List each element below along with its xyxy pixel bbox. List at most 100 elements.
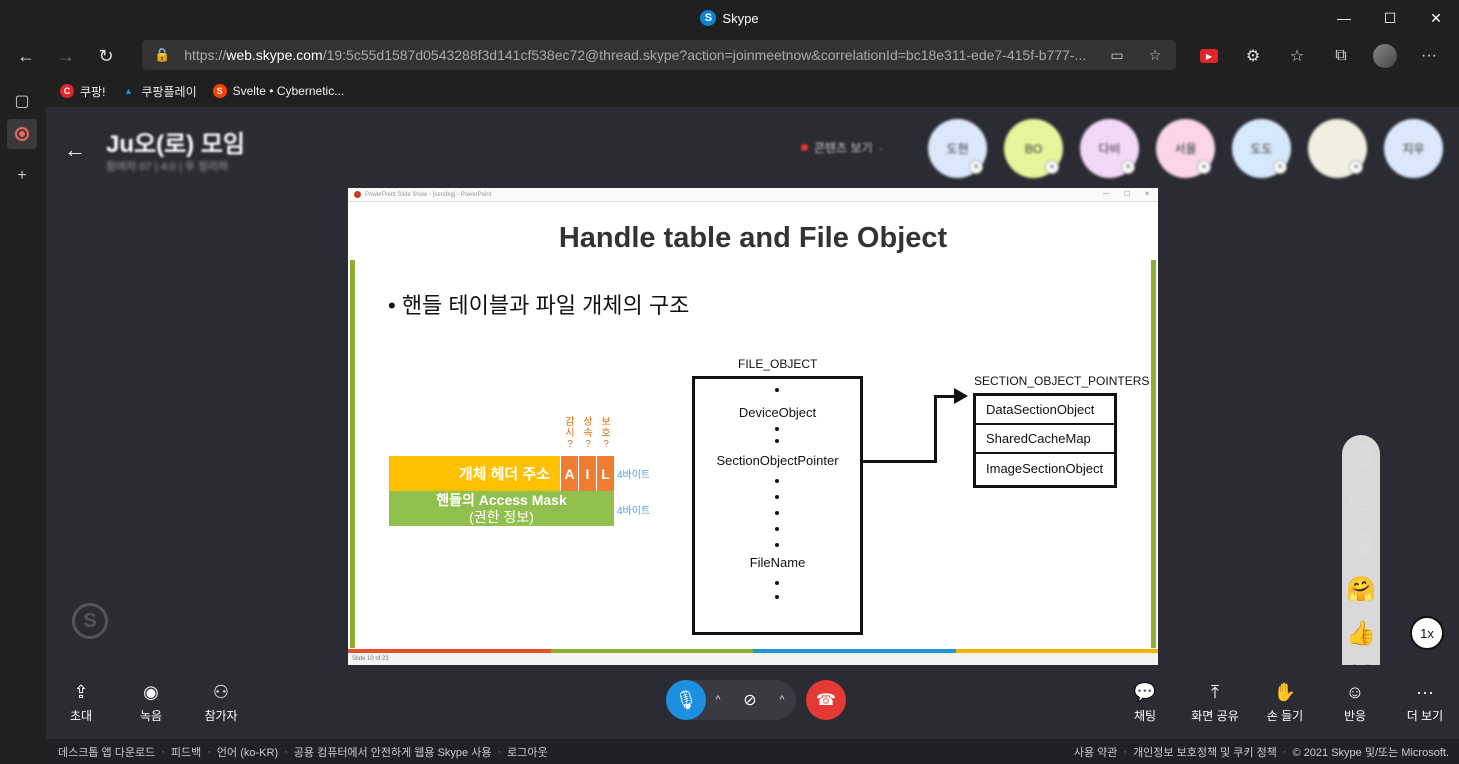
ppt-status-bar: Slide 10 of 23	[348, 653, 1158, 665]
coupang-icon: C	[60, 84, 74, 98]
meeting-title: Ju오(로) 모임	[106, 131, 245, 158]
window-titlebar: S Skype — ☐ ✕	[0, 0, 1459, 36]
footer-link[interactable]: 언어 (ko-KR)	[216, 746, 279, 759]
window-controls: — ☐ ✕	[1321, 0, 1459, 36]
browser-sidebar: ▢ +	[0, 76, 46, 764]
section-pointer-item: ImageSectionObject	[986, 461, 1104, 476]
bookmark-coupang[interactable]: C 쿠팡!	[60, 83, 105, 100]
participants-button[interactable]: ⚇ 참가자	[191, 677, 251, 724]
hug-emoji-icon[interactable]: 🤗	[1346, 575, 1376, 603]
invite-button[interactable]: ⇪ 초대	[51, 677, 111, 724]
file-object-item: DeviceObject	[738, 405, 817, 420]
mic-off-icon: ✕	[1197, 160, 1211, 174]
window-title: S Skype	[700, 10, 759, 26]
participant-avatar[interactable]: 서율✕	[1156, 119, 1215, 178]
smiley-icon: ☺	[1345, 681, 1365, 702]
maximize-button[interactable]: ☐	[1383, 9, 1397, 26]
shared-screen: PowerPoint Slide Show - [sendkg] - Power…	[348, 188, 1158, 665]
back-arrow-icon[interactable]: ←	[64, 137, 86, 162]
extensions-icon[interactable]: ⚙	[1245, 48, 1261, 65]
microphone-icon: 🎙	[674, 689, 698, 710]
back-button[interactable]: ←	[17, 45, 35, 66]
participant-avatar[interactable]: 다비✕	[1080, 119, 1139, 178]
camera-icon[interactable]: ▭	[1110, 46, 1124, 63]
chat-bubble-icon: 💬	[1133, 681, 1157, 702]
raise-hand-button[interactable]: ✋ 손 들기	[1255, 677, 1315, 724]
footer-link[interactable]: 로그아웃	[507, 746, 548, 759]
footer-link[interactable]: 공용 컴퓨터에서 안전하게 웹용 Skype 사용	[293, 746, 492, 759]
new-tab-icon[interactable]: +	[17, 167, 27, 184]
participant-avatar[interactable]: 지우	[1384, 119, 1443, 178]
browser-navbar: ← → ↻ 🔒 https://web.skype.com/19:5c55d15…	[0, 36, 1459, 76]
participant-avatar[interactable]: 도현✕	[928, 119, 987, 178]
mic-off-icon: ✕	[969, 160, 983, 174]
youtube-extension-icon[interactable]: ▶	[1187, 38, 1231, 74]
profile-avatar[interactable]	[1363, 38, 1407, 74]
neutral-emoji-icon[interactable]: 😐	[1348, 487, 1374, 515]
hand-icon: ✋	[1273, 681, 1297, 702]
camera-off-button[interactable]: ⊘	[730, 680, 770, 720]
minimize-button[interactable]: —	[1337, 10, 1351, 26]
participant-avatar[interactable]: 도도✕	[1232, 119, 1291, 178]
reaction-picker: 😟 😐 😄 🤗 👍 ❤️	[1342, 435, 1380, 697]
file-object-item: SectionObjectPointer	[716, 453, 839, 468]
flag-inherit: I	[578, 456, 596, 491]
screen-share-icon: ⤒	[1211, 681, 1219, 702]
sad-emoji-icon[interactable]: 😟	[1348, 443, 1374, 471]
more-menu-icon[interactable]: ···	[1421, 47, 1437, 64]
record-button[interactable]: ◉ 녹음	[121, 677, 181, 724]
favorite-add-icon[interactable]: ☆	[1148, 46, 1162, 63]
people-icon: ⚇	[212, 681, 230, 702]
cam-options-chevron-icon[interactable]: ^	[779, 694, 785, 706]
refresh-button[interactable]: ↻	[98, 45, 114, 66]
tabs-icon[interactable]: ▢	[14, 93, 30, 110]
camera-off-icon: ⊘	[743, 692, 757, 709]
powerpoint-icon	[354, 191, 361, 198]
collections-icon[interactable]: ⧉	[1335, 47, 1347, 64]
media-controls: 🎙 ^ ⊘ ^ ☎	[666, 680, 846, 720]
more-button[interactable]: ··· 더 보기	[1395, 677, 1455, 724]
label-protect: 보 호 ?	[601, 417, 611, 450]
ppt-window-bar: PowerPoint Slide Show - [sendkg] - Power…	[348, 188, 1158, 202]
favorites-icon[interactable]: ☆	[1289, 48, 1305, 65]
live-dot-icon	[801, 144, 808, 151]
arrow-head-icon	[954, 388, 968, 404]
react-button[interactable]: ☺ 반응	[1325, 677, 1385, 724]
laugh-emoji-icon[interactable]: 😄	[1348, 531, 1374, 559]
object-header-row: 개체 헤더 주소 A I L	[389, 456, 614, 491]
mic-off-icon: ✕	[1349, 160, 1363, 174]
file-object-label: FILE_OBJECT	[738, 357, 818, 371]
meeting-subtitle: 참여자 07 | 4:0 | 우 정리하	[106, 161, 229, 173]
forward-button[interactable]: →	[57, 45, 75, 66]
close-button[interactable]: ✕	[1430, 9, 1442, 26]
content-view-toggle[interactable]: 콘텐츠 보기 -	[801, 139, 883, 156]
phone-hangup-icon: ☎	[816, 692, 836, 709]
mic-off-icon: ✕	[1045, 160, 1059, 174]
footer-link[interactable]: 데스크톱 앱 다운로드	[58, 746, 156, 759]
share-upload-icon: ⇪	[73, 681, 89, 702]
footer-link[interactable]: 개인정보 보호정책 및 쿠키 정책	[1133, 746, 1277, 759]
speed-button[interactable]: 1x	[1410, 616, 1444, 650]
copyright: © 2021 Skype 및/또는 Microsoft.	[1292, 746, 1449, 759]
footer-link[interactable]: 사용 약관	[1073, 746, 1118, 759]
file-object-item: FileName	[749, 555, 806, 570]
participant-avatar[interactable]: ✕	[1308, 119, 1367, 178]
participant-avatar[interactable]: BO✕	[1004, 119, 1063, 178]
bookmark-svelte[interactable]: S Svelte • Cybernetic...	[212, 84, 344, 98]
address-bar[interactable]: 🔒 https://web.skype.com/19:5c55d1587d054…	[142, 40, 1176, 70]
thumbs-up-icon[interactable]: 👍	[1346, 619, 1376, 647]
mic-off-icon: ✕	[1121, 160, 1135, 174]
share-screen-button[interactable]: ⤒ 화면 공유	[1185, 677, 1245, 724]
slide-left-accent	[350, 260, 355, 648]
footer-link[interactable]: 피드백	[170, 746, 202, 759]
record-tab-icon[interactable]	[7, 119, 37, 149]
flag-lock: L	[596, 456, 614, 491]
chat-button[interactable]: 💬 채팅	[1115, 677, 1175, 724]
mic-button[interactable]: 🎙	[666, 680, 706, 720]
bookmark-coupangplay[interactable]: ▲ 쿠팡플레이	[121, 83, 197, 100]
mic-options-chevron-icon[interactable]: ^	[715, 694, 721, 706]
hang-up-button[interactable]: ☎	[806, 680, 846, 720]
slide-footer-bar	[348, 649, 1158, 653]
section-pointer-item: DataSectionObject	[976, 396, 1114, 425]
page-footer: 데스크톱 앱 다운로드· 피드백· 언어 (ko-KR)· 공용 컴퓨터에서 안…	[46, 739, 1459, 764]
